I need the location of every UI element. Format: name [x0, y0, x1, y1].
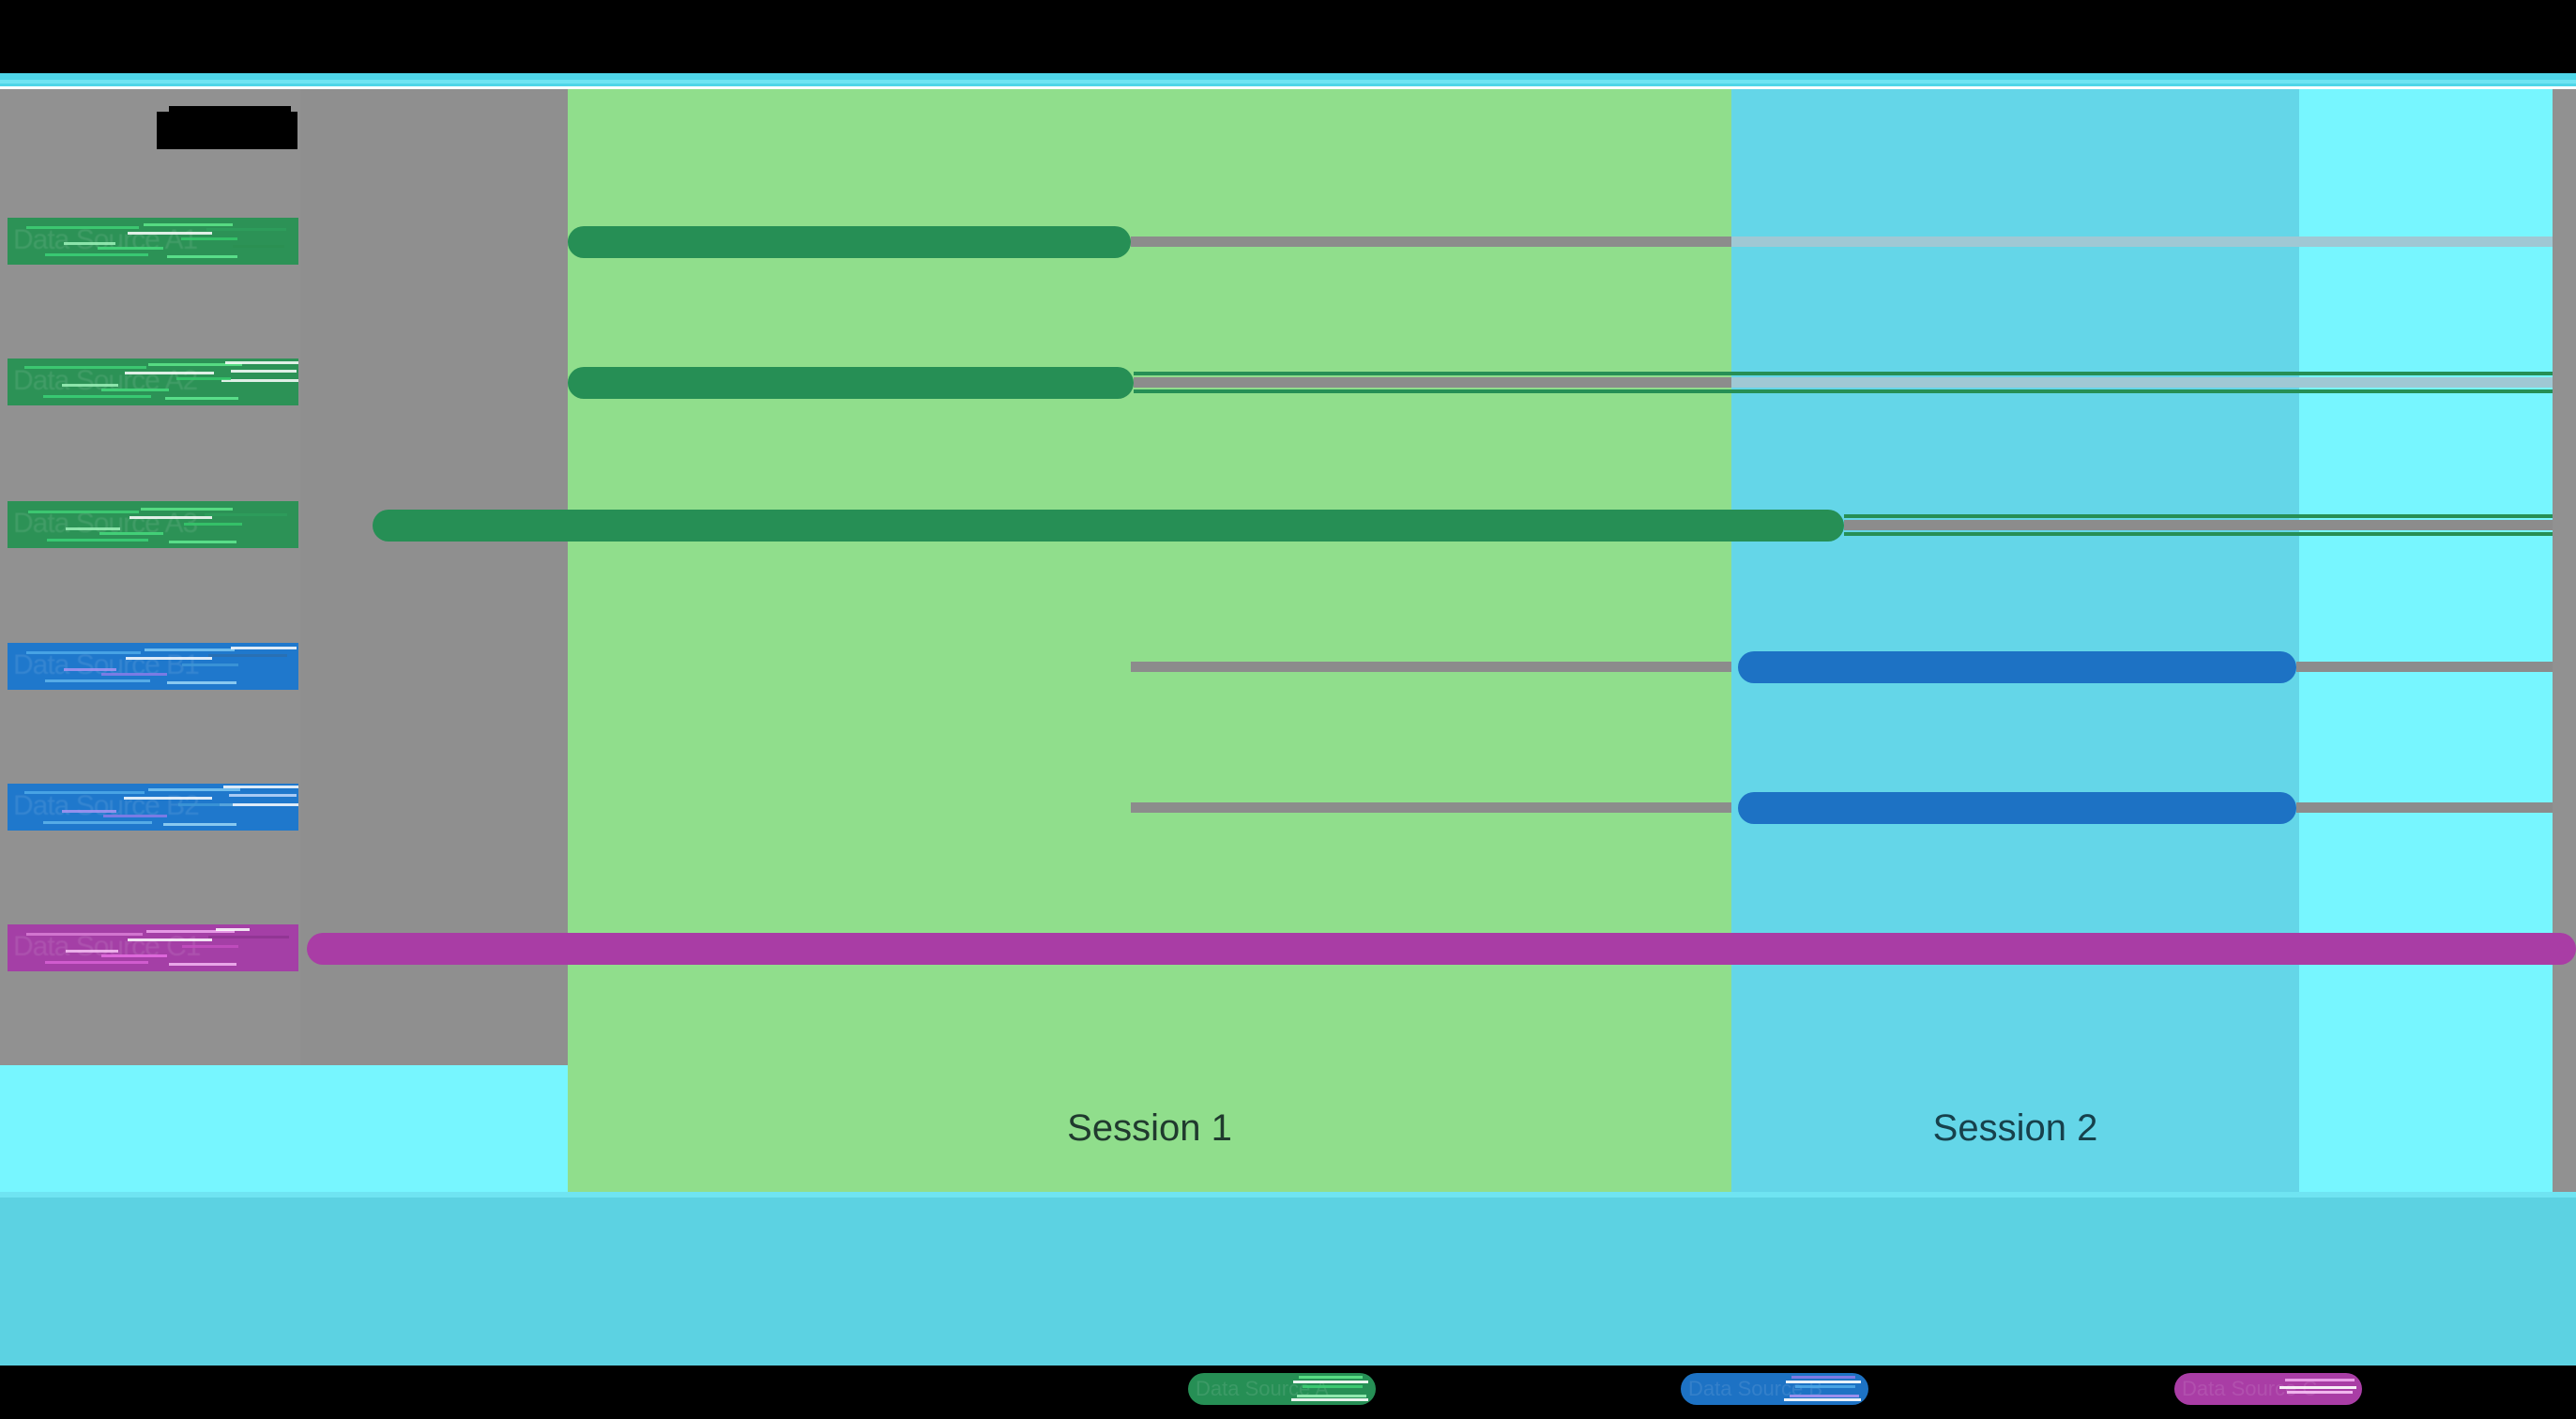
redacted-title-extension: [169, 106, 291, 114]
session-2-caption: Session 2: [1731, 1065, 2299, 1192]
glitched-label: Data Source A3: [8, 501, 298, 548]
row-label-text: Data Source A2: [13, 365, 198, 396]
row-label-text: Data Source A1: [13, 224, 198, 255]
row-track-highlight: [1731, 236, 2553, 247]
glitched-label: Data Source C1: [8, 924, 298, 971]
gantt-bar[interactable]: [373, 510, 1844, 542]
table-row: Data Source B2: [0, 772, 2576, 843]
session-band-2: [1731, 89, 2299, 1192]
row-track: [1131, 662, 1731, 672]
gantt-bar[interactable]: [568, 226, 1131, 258]
glitched-label: Data Source B1: [8, 643, 298, 690]
row-label-chip[interactable]: Data Source B2: [8, 784, 298, 831]
lower-panel-top-edge: [0, 1192, 2576, 1198]
table-row: Data Source A3: [0, 490, 2576, 560]
glitched-label: Data Source A1: [8, 218, 298, 265]
row-label-text: Data Source B1: [13, 649, 200, 680]
legend-item-c[interactable]: Data Source C: [2174, 1373, 2362, 1405]
session-band-1: [568, 89, 1731, 1192]
timeline-chart: Data Source A1: [0, 89, 2576, 1192]
session-band-3: [2299, 89, 2553, 1192]
gantt-bar[interactable]: [1738, 792, 2296, 824]
row-label-chip[interactable]: Data Source C1: [8, 924, 298, 971]
accent-bar-top-2: [0, 80, 2576, 84]
lower-cyan-panel: [0, 1192, 2576, 1380]
gantt-bar[interactable]: [568, 367, 1134, 399]
row-label-chip[interactable]: Data Source A2: [8, 359, 298, 405]
accent-bar-top-white: [0, 86, 2576, 89]
row-label-chip[interactable]: Data Source B1: [8, 643, 298, 690]
table-row: Data Source B1: [0, 632, 2576, 702]
row-track-highlight: [1731, 377, 2553, 388]
gantt-bar[interactable]: [307, 933, 2576, 965]
row-track: [1134, 377, 1731, 388]
row-track-tail: [2296, 802, 2553, 813]
session-1-caption: Session 1: [568, 1065, 1731, 1192]
session-3-caption: [2299, 1065, 2553, 1192]
row-track: [1844, 520, 2553, 530]
row-track-edge-top: [1844, 514, 2553, 518]
legend-item-a[interactable]: Data Source A: [1188, 1373, 1376, 1405]
caption-left-filler: [0, 1065, 568, 1192]
row-track: [1131, 802, 1731, 813]
accent-bar-top-1: [0, 73, 2576, 80]
redacted-title-block: [157, 112, 297, 149]
legend: Data Source A Data Source B Data Source …: [0, 1366, 2576, 1419]
row-label-text: Data Source C1: [13, 931, 201, 962]
glitched-label: Data Source A2: [8, 359, 298, 405]
legend-item-b[interactable]: Data Source B: [1681, 1373, 1868, 1405]
row-label-chip[interactable]: Data Source A1: [8, 218, 298, 265]
row-track-tail: [2296, 662, 2553, 672]
row-track-edge-bottom: [1134, 389, 2553, 393]
glitched-label: Data Source B2: [8, 784, 298, 831]
label-gutter-inner: [300, 89, 568, 1065]
accent-bar-top-3: [0, 84, 2576, 86]
row-track-edge-bottom: [1844, 532, 2553, 536]
table-row: Data Source C1: [0, 913, 2576, 984]
gantt-bar[interactable]: [1738, 651, 2296, 683]
row-label-chip[interactable]: Data Source A3: [8, 501, 298, 548]
table-row: Data Source A2: [0, 347, 2576, 418]
right-margin-strip: [2553, 89, 2576, 1065]
row-track-edge-top: [1134, 372, 2553, 375]
table-row: Data Source A1: [0, 206, 2576, 277]
row-track: [1131, 236, 1731, 247]
